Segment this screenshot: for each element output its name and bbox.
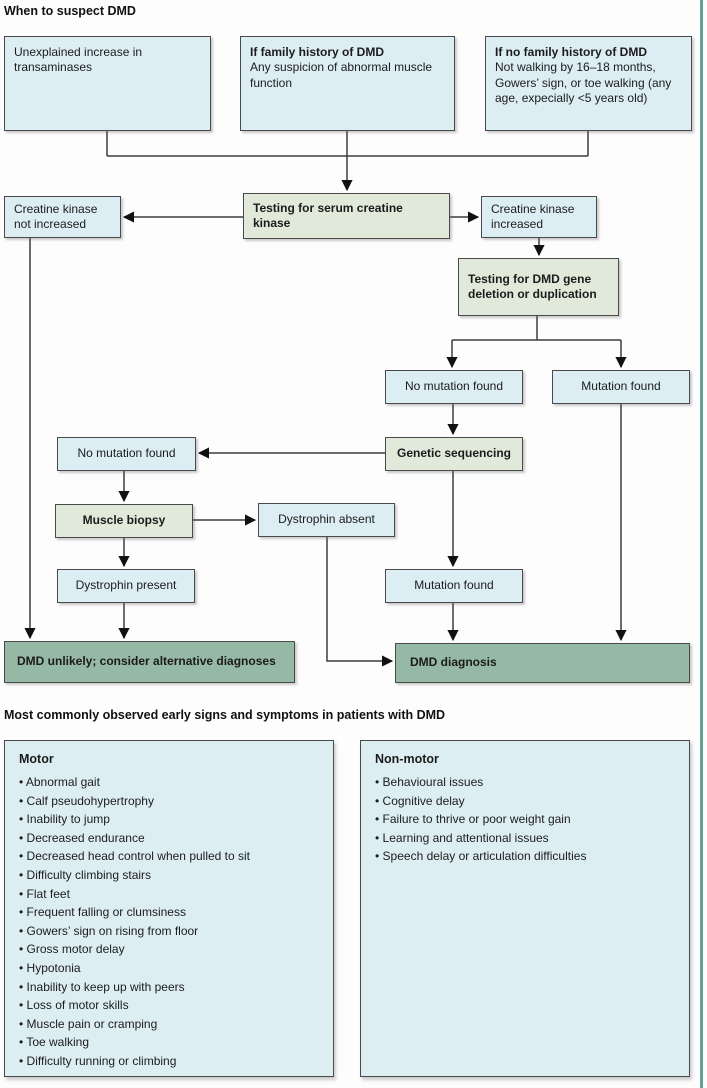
list-item: Calf pseudohypertrophy: [19, 792, 319, 811]
node-text: Creatine kinase not increased: [14, 201, 98, 231]
node-unexplained-transaminases: Unexplained increase in transaminases: [4, 36, 211, 131]
list-item: Speech delay or articulation difficultie…: [375, 847, 675, 866]
node-text: Unexplained increase in transaminases: [14, 45, 143, 75]
node-mutation-found-1: Mutation found: [552, 370, 690, 404]
node-text: No mutation found: [404, 379, 504, 394]
list-item: Decreased endurance: [19, 829, 319, 848]
non-motor-list-title: Non-motor: [375, 752, 439, 766]
list-item: Behavioural issues: [375, 773, 675, 792]
list-item: Difficulty climbing stairs: [19, 866, 319, 885]
node-mutation-found-2: Mutation found: [385, 569, 523, 603]
node-text: Creatine kinase increased: [491, 201, 575, 231]
list-item: Difficulty running or climbing: [19, 1052, 319, 1071]
node-text: No mutation found: [77, 446, 176, 461]
node-no-mutation-found-2: No mutation found: [57, 437, 196, 471]
node-text: Any suspicion of abnormal muscle functio…: [250, 60, 433, 90]
node-testing-serum-ck: Testing for serum creatine kinase: [243, 193, 450, 239]
list-item: Flat feet: [19, 885, 319, 904]
node-muscle-biopsy: Muscle biopsy: [55, 504, 193, 538]
list-item: Inability to jump: [19, 810, 319, 829]
node-ck-not-increased: Creatine kinase not increased: [4, 196, 121, 238]
node-title: If no family history of DMD: [495, 45, 648, 59]
node-text: Mutation found: [581, 379, 661, 394]
node-title: If family history of DMD: [250, 45, 385, 59]
node-text: DMD diagnosis: [410, 655, 497, 670]
list-item: Gowers’ sign on rising from floor: [19, 922, 319, 941]
node-text: Genetic sequencing: [396, 446, 512, 461]
node-dmd-diagnosis: DMD diagnosis: [395, 643, 690, 683]
node-text: Testing for serum creatine kinase: [253, 200, 403, 230]
list-item: Gross motor delay: [19, 940, 319, 959]
list-item: Decreased head control when pulled to si…: [19, 847, 319, 866]
node-dmd-unlikely: DMD unlikely; consider alternative diagn…: [4, 641, 295, 683]
non-motor-symptoms-box: Non-motor Behavioural issues Cognitive d…: [360, 740, 690, 1077]
node-text: Dystrophin present: [75, 578, 177, 593]
list-item: Frequent falling or clumsiness: [19, 903, 319, 922]
suspect-section-title: When to suspect DMD: [4, 4, 136, 18]
node-text: Mutation found: [414, 578, 494, 593]
node-text: Not walking by 16–18 months, Gowers’ sig…: [495, 60, 672, 106]
node-text: Dystrophin absent: [278, 512, 375, 527]
node-testing-dmd-gene: Testing for DMD gene deletion or duplica…: [458, 258, 619, 316]
list-item: Failure to thrive or poor weight gain: [375, 810, 675, 829]
non-motor-list: Behavioural issues Cognitive delay Failu…: [375, 773, 675, 866]
node-text: DMD unlikely; consider alternative diagn…: [17, 654, 276, 669]
list-item: Muscle pain or cramping: [19, 1015, 319, 1034]
node-dystrophin-absent: Dystrophin absent: [258, 503, 395, 537]
list-item: Cognitive delay: [375, 792, 675, 811]
node-no-mutation-found-1: No mutation found: [385, 370, 523, 404]
list-item: Inability to keep up with peers: [19, 978, 319, 997]
motor-list-title: Motor: [19, 752, 54, 766]
list-item: Abnormal gait: [19, 773, 319, 792]
node-text: Muscle biopsy: [82, 513, 166, 528]
list-item: Toe walking: [19, 1033, 319, 1052]
list-item: Hypotonia: [19, 959, 319, 978]
node-text: Testing for DMD gene deletion or duplica…: [468, 271, 597, 301]
right-edge-accent-line: [700, 0, 703, 1088]
symptoms-section-title: Most commonly observed early signs and s…: [4, 708, 446, 722]
list-item: Learning and attentional issues: [375, 829, 675, 848]
motor-symptoms-box: Motor Abnormal gait Calf pseudohypertrop…: [4, 740, 334, 1077]
node-dystrophin-present: Dystrophin present: [57, 569, 195, 603]
node-genetic-sequencing: Genetic sequencing: [385, 437, 523, 471]
list-item: Loss of motor skills: [19, 996, 319, 1015]
motor-list: Abnormal gait Calf pseudohypertrophy Ina…: [19, 773, 319, 1071]
node-ck-increased: Creatine kinase increased: [481, 196, 597, 238]
